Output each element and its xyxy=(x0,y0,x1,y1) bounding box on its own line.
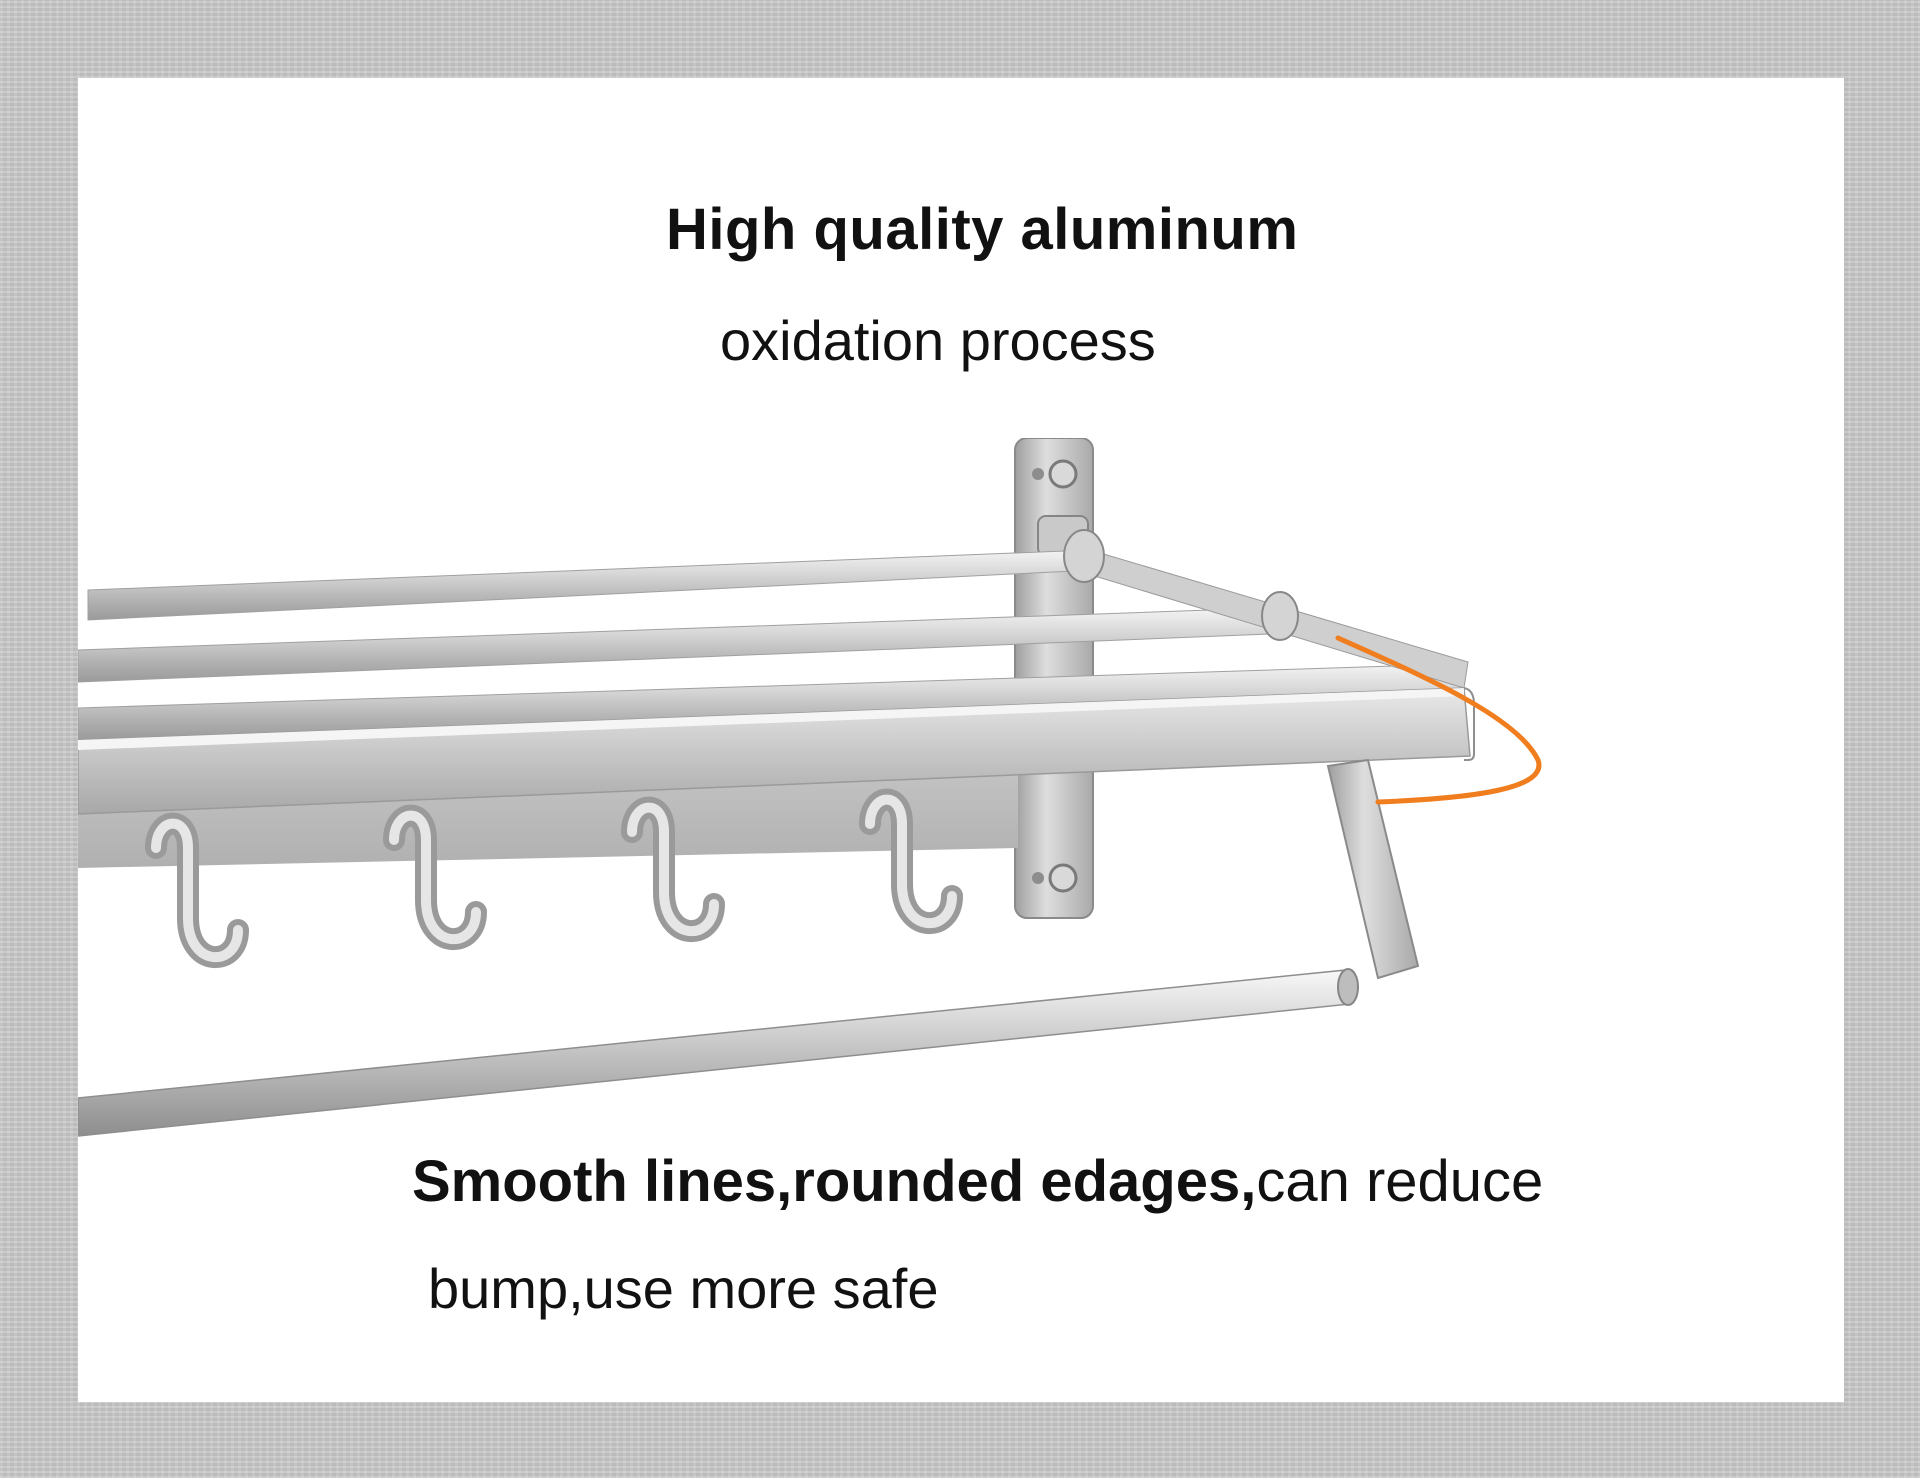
front-profile-bar xyxy=(78,687,1475,815)
hook xyxy=(859,788,963,934)
rounded-edge-highlight-curve xyxy=(1335,635,1542,805)
bottom-screw-icon xyxy=(1048,863,1078,893)
subline: oxidation process xyxy=(720,309,1156,372)
lower-towel-bar xyxy=(78,968,1359,1137)
headline: High quality aluminum xyxy=(666,197,1299,262)
towel-rack-illustration xyxy=(78,438,1542,1137)
feature-bold-text: Smooth lines,rounded edages, xyxy=(412,1149,1257,1214)
hook xyxy=(383,804,487,950)
feature-normal-text: can reduce xyxy=(1256,1149,1544,1214)
hook xyxy=(145,812,249,968)
feature-line-2: bump,use more safe xyxy=(428,1257,939,1320)
feature-line-1: Smooth lines,rounded edages,can reduce xyxy=(412,1148,1543,1215)
folding-arm xyxy=(1326,758,1420,980)
content-panel: High quality aluminum oxidation process xyxy=(78,78,1844,1402)
top-screw-icon xyxy=(1048,459,1078,489)
hook xyxy=(621,796,725,942)
hooks xyxy=(145,788,963,968)
